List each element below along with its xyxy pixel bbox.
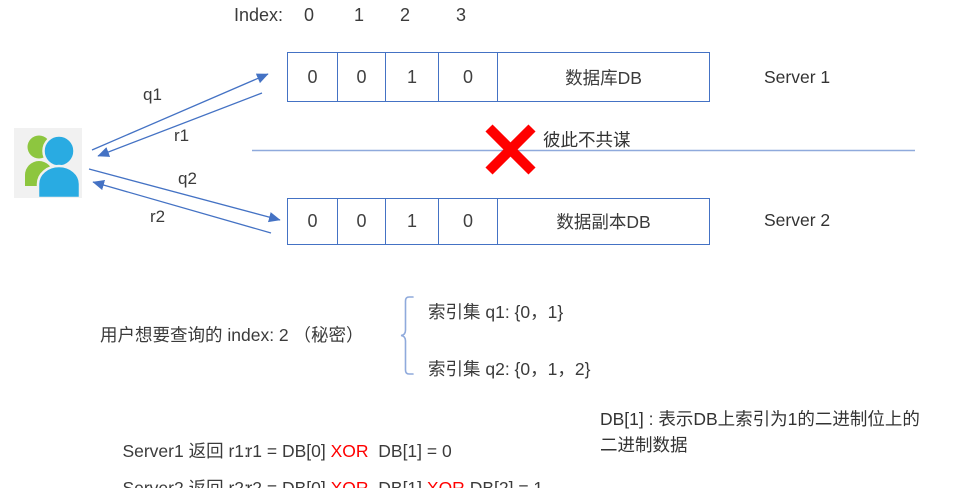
db-notation-note: DB[1] : 表示DB上索引为1的二进制位上的 二进制数据 — [600, 406, 952, 458]
note-line-1: DB[1] : 表示DB上索引为1的二进制位上的 — [600, 409, 920, 429]
users-icon — [14, 128, 82, 200]
index-value-0: 0 — [304, 5, 315, 25]
query-set-q2: 索引集 q2: {0，1，2} — [428, 359, 591, 379]
server2-name: Server 2 — [764, 210, 831, 230]
note-line-2: 二进制数据 — [600, 435, 688, 455]
server2-cell-0: 0 — [288, 199, 338, 244]
arrow-label-q1: q1 — [143, 85, 162, 104]
server1-name: Server 1 — [764, 67, 831, 87]
index-value-1: 1 — [354, 5, 365, 25]
server2-cell-2: 1 — [386, 199, 439, 244]
server1-cell-3: 0 — [439, 53, 498, 101]
red-x-icon — [485, 124, 536, 175]
server2-cell-1: 0 — [338, 199, 386, 244]
formula-r2-prefix: Server2 返回 r2: — [122, 478, 249, 488]
index-value-2: 2 — [400, 5, 411, 25]
xor-operator: XOR — [330, 478, 369, 488]
no-collusion-label: 彼此不共谋 — [543, 130, 631, 150]
arrow-label-r1: r1 — [174, 126, 190, 145]
formula-r1-prefix: Server1 返回 r1: — [122, 441, 249, 461]
formula-r2-part: DB[2] = 1 — [464, 478, 544, 488]
formula-r1: Server1 返回 r1:r1 = DB[0] XOR DB[1] = 0 — [103, 417, 452, 484]
query-set-q1: 索引集 q1: {0，1} — [428, 302, 564, 322]
server2-db-box: 0 0 1 0 数据副本DB — [287, 198, 710, 245]
xor-operator: XOR — [426, 478, 465, 488]
arrow-label-r2: r2 — [150, 207, 166, 226]
index-value-3: 3 — [456, 5, 467, 25]
server1-cell-1: 0 — [338, 53, 386, 101]
index-label: Index: — [234, 5, 284, 25]
arrow-label-q2: q2 — [178, 169, 197, 188]
formula-r1-part: DB[1] = 0 — [368, 441, 452, 461]
formula-r2-part: r2 = DB[0] — [246, 478, 331, 488]
formula-r2: Server2 返回 r2:r2 = DB[0] XOR DB[1] XOR D… — [103, 454, 543, 488]
server2-cell-3: 0 — [439, 199, 498, 244]
formula-r2-part: DB[1] — [368, 478, 427, 488]
formula-r1-part: r1 = DB[0] — [246, 441, 331, 461]
arrow-r2 — [92, 180, 272, 234]
server1-cell-2: 1 — [386, 53, 439, 101]
query-statement: 用户想要查询的 index: 2 （秘密） — [100, 325, 364, 345]
server2-db-label: 数据副本DB — [556, 212, 651, 232]
brace-icon — [400, 296, 414, 375]
server1-db-label: 数据库DB — [565, 67, 642, 88]
server1-db-box: 0 0 1 0 数据库DB — [287, 52, 710, 102]
server1-cell-0: 0 — [288, 53, 338, 101]
xor-operator: XOR — [330, 441, 369, 461]
arrow-r1 — [97, 92, 263, 157]
